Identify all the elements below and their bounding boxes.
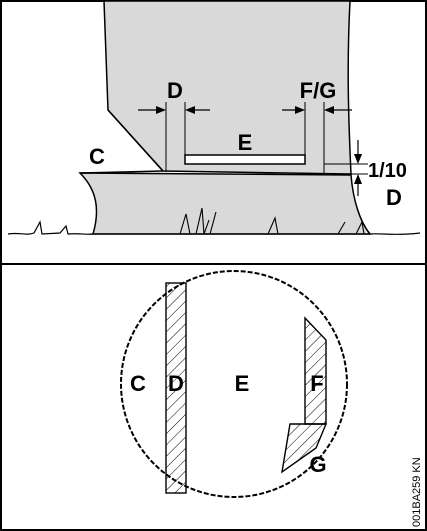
label-circle-f: F <box>310 371 323 396</box>
label-top-c: C <box>89 144 105 169</box>
arrow-d-right-head <box>185 106 195 114</box>
arrow-d-left-head <box>156 106 166 114</box>
arrow-fg-right-head <box>324 106 334 114</box>
arrow-fg-left-head <box>295 106 305 114</box>
label-circle-d: D <box>168 371 184 396</box>
retaining-strap <box>281 423 328 474</box>
label-ratio: 1/10 <box>368 160 407 182</box>
arrow-height-top-head <box>354 154 362 164</box>
label-circle-g: G <box>309 452 326 477</box>
label-top-fg: F/G <box>300 78 337 103</box>
label-top-e: E <box>238 130 253 155</box>
notch-lower-edge <box>79 170 164 174</box>
label-circle-c: C <box>130 371 146 396</box>
trunk-side-view: D F/G C E 1/10 D <box>7 0 421 235</box>
ground-line <box>7 220 421 235</box>
label-circle-e: E <box>235 371 250 396</box>
back-cut-slot <box>184 154 306 165</box>
arrow-height-bottom-head <box>354 174 362 184</box>
trunk-cross-section: C D E F G <box>120 270 348 498</box>
hinge-strip <box>165 282 187 494</box>
grass-tufts <box>179 207 365 235</box>
document-code: 001BA259 KN <box>411 457 423 527</box>
notch-upper-edge <box>107 109 164 172</box>
label-ratio-d: D <box>386 185 402 210</box>
label-top-d: D <box>167 78 183 103</box>
trunk-lower <box>78 172 372 235</box>
